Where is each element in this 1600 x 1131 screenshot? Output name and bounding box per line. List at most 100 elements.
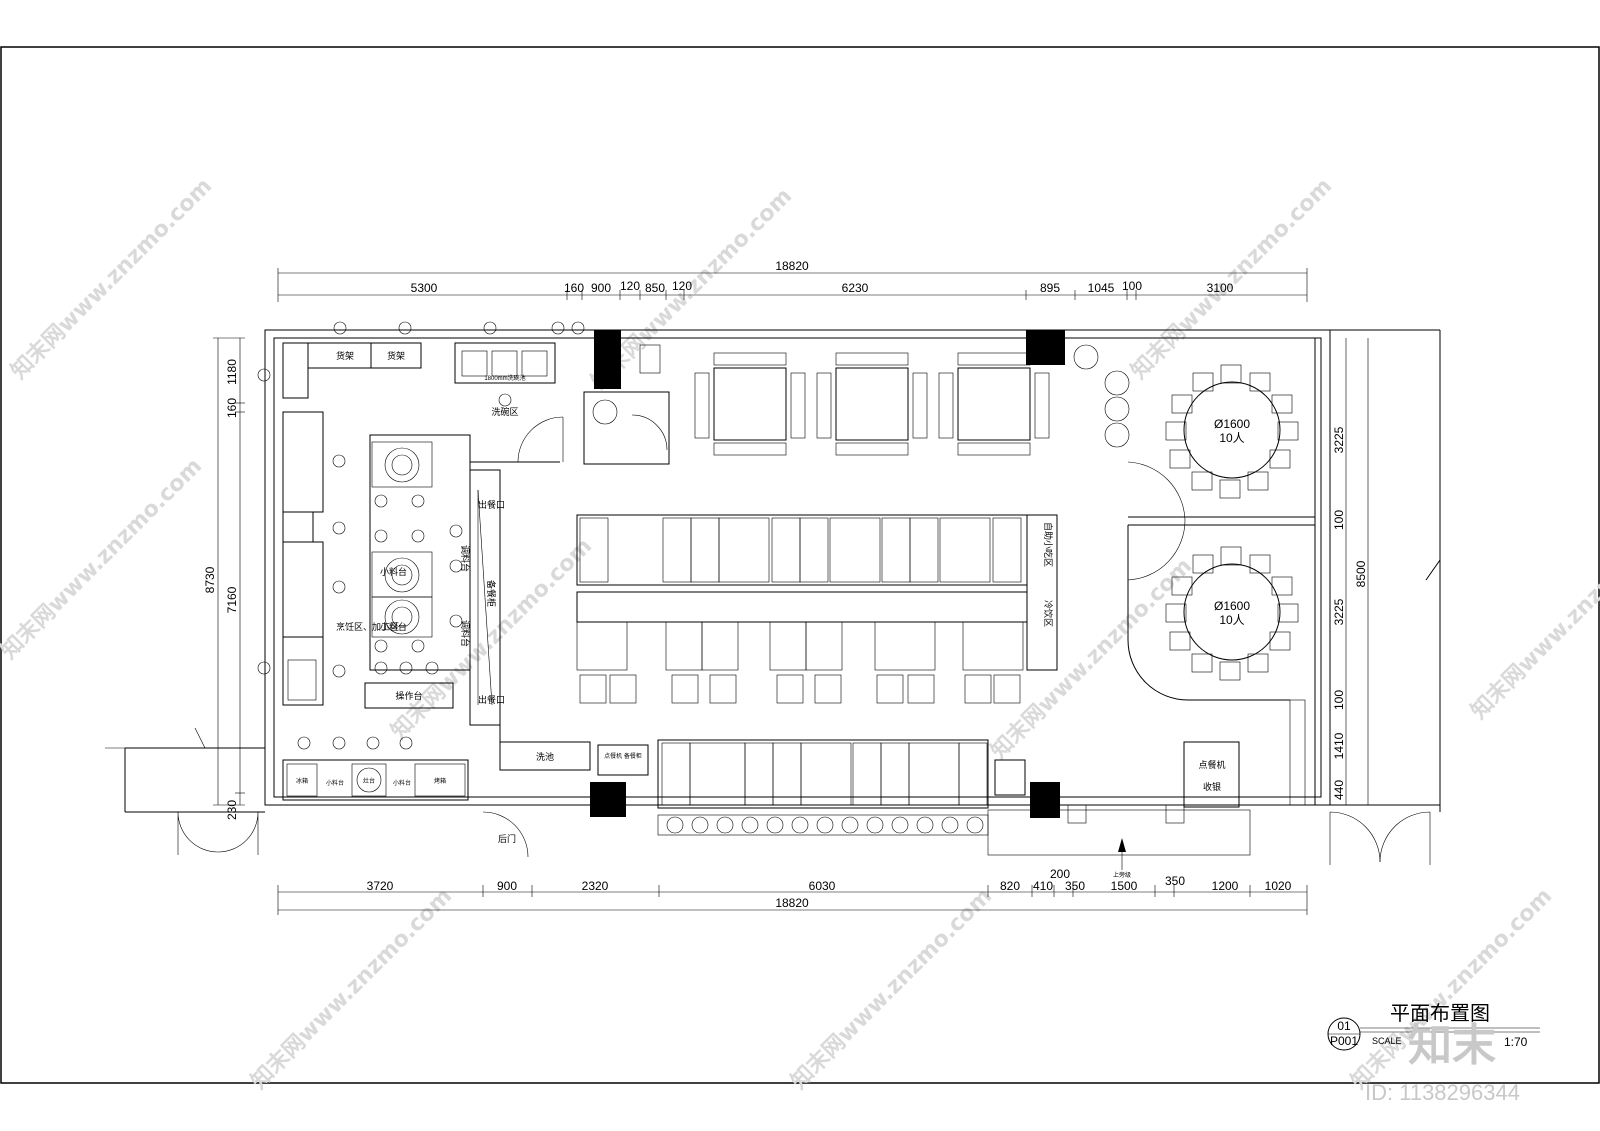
dim-left: 160 (225, 398, 239, 418)
cook-area-label: 烹饪区、加工区 (336, 621, 399, 633)
svg-text:知末网www.znzmo.com: 知末网www.znzmo.com (1466, 513, 1600, 724)
cashier-order-label: 点餐机 (1198, 759, 1225, 771)
dim-bottom: 1200 (1212, 879, 1239, 893)
table-size-label: Ø1600 (1214, 599, 1250, 613)
drawing-title: 平面布置图 (1390, 1001, 1490, 1025)
dim-top: 1045 (1088, 281, 1115, 295)
dim-right: 3225 (1332, 426, 1346, 453)
dim-left: 230 (225, 800, 239, 820)
svg-text:知末网www.znzmo.com: 知末网www.znzmo.com (786, 883, 997, 1094)
small-station-label: 小料台 (326, 779, 344, 787)
prep-cabinet-label: 备餐柜 (485, 580, 497, 607)
wash-area-label: 洗碗区 (491, 406, 518, 418)
seasoning-label: 调料台 (459, 620, 471, 647)
round-table: Ø1600 10人 (1165, 364, 1299, 499)
shelf-label: 货架 (387, 350, 405, 362)
dim-bottom: 900 (497, 879, 517, 893)
small-station-label: 小料台 (393, 779, 411, 787)
small-station-label: 小料台 (380, 566, 407, 578)
sheet-number: P001 (1330, 1034, 1358, 1048)
exit-label: 出餐口 (478, 499, 505, 511)
round-table: Ø1600 10人 (1165, 546, 1299, 681)
dim-right: 1410 (1332, 732, 1346, 759)
top-dining-tables (694, 352, 1050, 456)
svg-text:知末网www.znzmo.com: 知末网www.znzmo.com (6, 173, 217, 384)
left-dimensions: 1180 160 8730 7160 230 (203, 337, 245, 820)
restroom (583, 344, 670, 465)
svg-text:知末网www.znzmo.com: 知末网www.znzmo.com (0, 453, 207, 664)
small-station-label: 小料台 (380, 621, 407, 633)
dim-top: 895 (1040, 281, 1060, 295)
dim-top-total: 18820 (775, 259, 809, 273)
dim-right: 100 (1332, 510, 1346, 530)
sink-label: 1800mm洗碗池 (484, 374, 525, 382)
dim-left: 7160 (225, 586, 239, 613)
dim-bottom: 350 (1165, 874, 1185, 888)
drawing-number: 01 (1337, 1019, 1351, 1033)
stove-label: 灶台 (363, 777, 375, 785)
dim-bottom: 1500 (1111, 879, 1138, 893)
top-dimensions: 18820 5300 160 900 120 850 120 6230 895 … (277, 259, 1308, 302)
scale-label: SCALE (1372, 1036, 1402, 1046)
table-group (694, 352, 806, 456)
scale-value: 1:70 (1504, 1035, 1528, 1049)
dim-top: 120 (672, 279, 692, 293)
dim-left: 1180 (225, 359, 239, 385)
fridge-label: 冰箱 (296, 777, 308, 785)
dim-top: 160 (564, 281, 584, 295)
dim-bottom: 200 (1050, 867, 1070, 881)
svg-text:知末网www.znzmo.com: 知末网www.znzmo.com (386, 533, 597, 744)
watermark-logo: 知末 ID: 1138296344 (1365, 1020, 1520, 1105)
drawing-frame (0, 46, 1600, 1084)
outer-walls (105, 329, 1441, 813)
svg-text:知末网www.znzmo.com: 知末网www.znzmo.com (246, 883, 457, 1094)
back-door-label: 后门 (498, 833, 516, 845)
wash-pool-label: 洗池 (536, 751, 554, 763)
entrance-label: 上旁级 (1113, 871, 1131, 879)
dim-top: 900 (591, 281, 611, 295)
dim-top: 3100 (1207, 281, 1234, 295)
right-dimensions: 3225 100 3225 8500 100 1410 440 (1332, 338, 1369, 805)
self-service-label: 自助小吃区 (1042, 522, 1054, 567)
cashier-desk: 点餐机 收银 (1183, 741, 1240, 808)
order-prep-label: 点餐机 备餐柜 (604, 752, 642, 760)
dim-top: 6230 (842, 281, 869, 295)
bottom-dimensions: 3720 900 2320 6030 820 200 410 350 1500 … (277, 867, 1308, 915)
dim-bottom: 1020 (1265, 879, 1292, 893)
middle-booths: 自助小吃区 冷饮区 (576, 514, 1058, 704)
dim-bottom: 3720 (367, 879, 394, 893)
dim-right-total: 8500 (1354, 560, 1368, 587)
dim-top: 100 (1122, 279, 1142, 293)
table-seats-label: 10人 (1219, 431, 1244, 445)
dim-bottom: 2320 (582, 879, 609, 893)
exit-label: 出餐口 (478, 694, 505, 706)
image-id: ID: 1138296344 (1365, 1080, 1520, 1105)
seasoning-label: 调料台 (459, 545, 471, 572)
shelf-label: 货架 (336, 350, 354, 362)
dim-top: 850 (645, 281, 665, 295)
entrance: 上旁级 (177, 804, 1431, 879)
table-group (938, 352, 1050, 456)
dim-left-total: 8730 (203, 566, 217, 593)
bottom-booths (657, 739, 1026, 836)
private-rooms: Ø1600 10人 Ø1600 10人 (1073, 344, 1315, 806)
table-size-label: Ø1600 (1214, 417, 1250, 431)
dim-top: 5300 (411, 281, 438, 295)
snack-area-label: 冷饮区 (1042, 600, 1054, 627)
dim-top: 120 (620, 279, 640, 293)
title-block: 01 P001 平面布置图 SCALE 1:70 (1327, 1001, 1540, 1051)
cashier-label: 收银 (1203, 781, 1221, 793)
structural-columns (590, 330, 1065, 818)
dim-bottom: 410 (1033, 879, 1053, 893)
dim-right: 440 (1332, 780, 1346, 800)
operation-label: 操作台 (395, 690, 422, 702)
table-seats-label: 10人 (1219, 613, 1244, 627)
oven-label: 烤箱 (434, 777, 446, 785)
svg-text:知末网www.znzmo.com: 知末网www.znzmo.com (1126, 173, 1337, 384)
logo-mark: 知末 (1408, 1020, 1496, 1071)
kitchen: 货架 货架 1800mm洗碗池 洗碗区 (257, 321, 649, 858)
dim-right: 100 (1332, 690, 1346, 710)
table-group (816, 352, 928, 456)
dim-bottom-total: 18820 (775, 896, 809, 910)
